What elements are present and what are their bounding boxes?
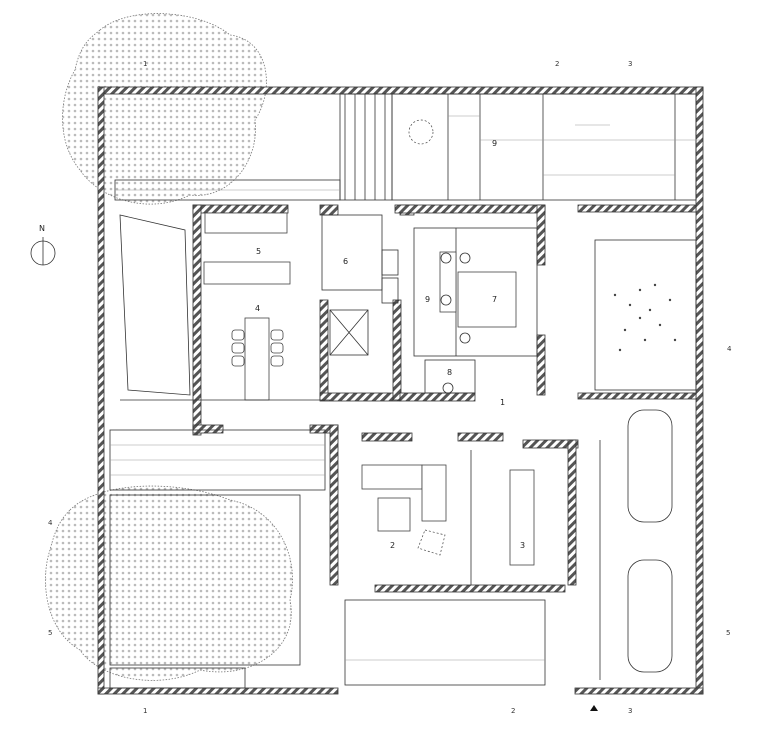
section-marker-top-2: 2 [555, 60, 559, 68]
north-arrow: N [30, 224, 56, 266]
living-furniture [361, 450, 535, 585]
section-marker-top-1: 1 [143, 60, 147, 68]
bedroom-furniture [413, 227, 538, 394]
room-label-3: 3 [520, 541, 525, 550]
room-label-1: 1 [500, 398, 505, 407]
kitchen-furniture [203, 212, 291, 401]
room-label-5: 5 [256, 247, 261, 256]
section-marker-bottom-1: 1 [143, 707, 147, 715]
exterior-walls [97, 86, 704, 695]
room-label-2: 2 [390, 541, 395, 550]
interior-walls [192, 204, 697, 593]
room-label-9-deck: 9 [492, 139, 497, 148]
section-marker-right-4: 4 [727, 345, 732, 353]
room-label-4: 4 [255, 304, 260, 313]
north-deck [339, 93, 700, 201]
service-core [321, 214, 399, 356]
section-marker-left-5: 5 [48, 629, 52, 637]
north-walkway [114, 179, 341, 201]
section-marker-top-3: 3 [628, 60, 632, 68]
room-label-7: 7 [492, 295, 497, 304]
section-marker-bottom-2: 2 [511, 707, 515, 715]
section-marker-right-5: 5 [726, 629, 730, 637]
tree-southwest [45, 485, 293, 681]
north-label: N [39, 224, 45, 233]
section-marker-left-4: 4 [48, 519, 53, 527]
room-label-8: 8 [447, 368, 452, 377]
entrance-marker-icon [590, 705, 598, 711]
west-stair [109, 214, 546, 689]
courtyard [594, 239, 697, 391]
room-label-9: 9 [425, 295, 430, 304]
room-label-6: 6 [343, 257, 348, 266]
tree-north [62, 13, 267, 205]
section-marker-bottom-3: 3 [628, 707, 632, 715]
garage-cars [599, 409, 673, 680]
